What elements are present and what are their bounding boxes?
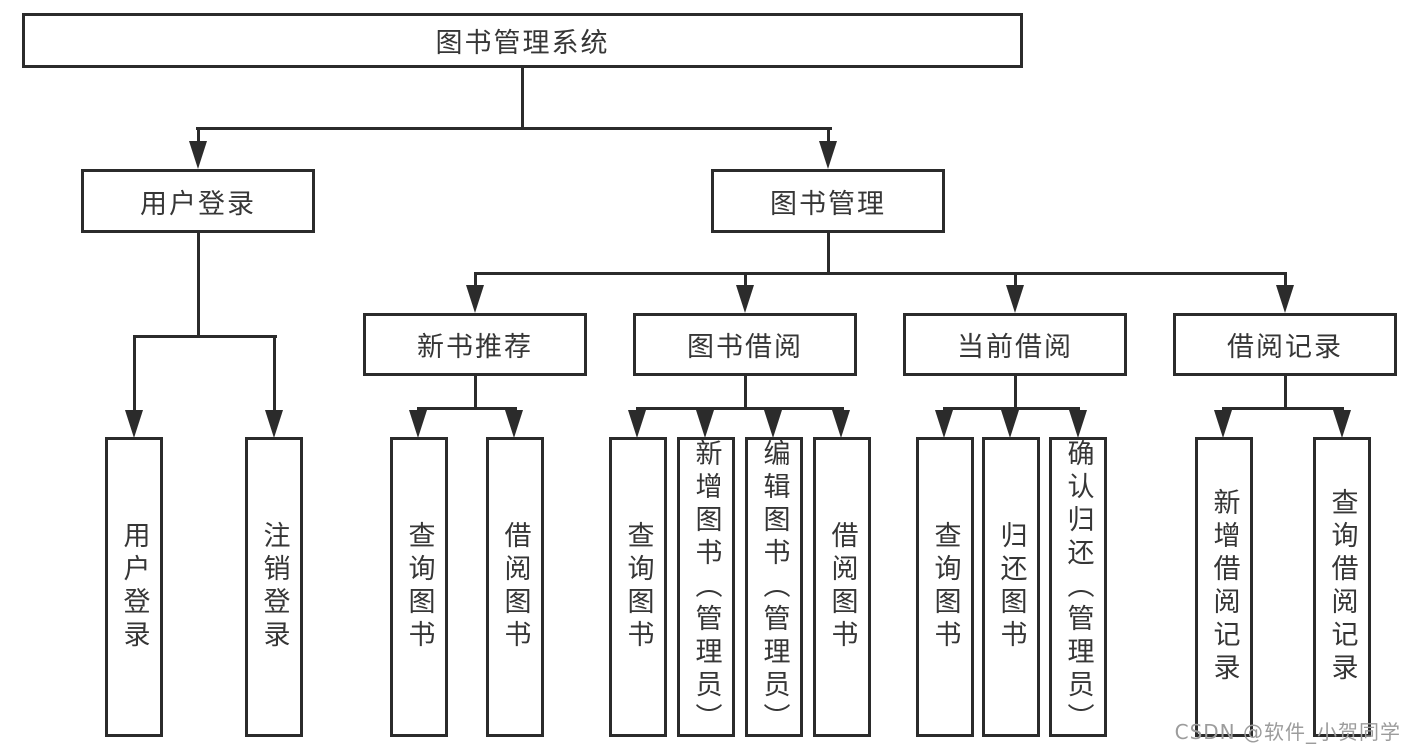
node-book-management: 图书管理 [711,169,945,233]
arrow-down-icon [1001,410,1019,438]
node-book-borrow: 图书借阅 [633,313,857,376]
connector-line [1014,272,1017,288]
leaf-borrow-edit-book-admin-label: 编辑图书（管理员） [758,438,790,736]
leaf-borrow-add-book-admin: 新增图书（管理员） [677,437,735,737]
node-borrow-records: 借阅记录 [1173,313,1397,376]
leaf-user-login: 用户登录 [105,437,163,737]
node-current-borrow: 当前借阅 [903,313,1127,376]
arrow-down-icon [265,410,283,438]
connector-line [521,66,524,129]
arrow-down-icon [819,141,837,169]
leaf-recommend-borrow-book-label: 借阅图书 [499,521,531,653]
connector-line [474,272,1287,275]
arrow-down-icon [1333,410,1351,438]
connector-line [273,335,276,412]
node-user-login-label: 用户登录 [140,188,256,220]
leaf-records-query-record-label: 查询借阅记录 [1326,488,1358,686]
leaf-current-query-book-label: 查询图书 [929,521,961,653]
connector-line [474,272,477,288]
csdn-watermark: CSDN @软件_小贺同学 [1174,720,1401,744]
connector-line [417,407,517,410]
leaf-current-return-book-label: 归还图书 [995,521,1027,653]
arrow-down-icon [125,410,143,438]
connector-line [1014,376,1017,410]
node-new-book-recommend: 新书推荐 [363,313,587,376]
arrow-down-icon [1069,410,1087,438]
connector-line [636,407,844,410]
leaf-records-add-record-label: 新增借阅记录 [1208,488,1240,686]
leaf-current-confirm-return-admin: 确认归还（管理员） [1049,437,1107,737]
node-book-borrow-label: 图书借阅 [687,332,803,363]
leaf-borrow-add-book-admin-label: 新增图书（管理员） [690,438,722,736]
leaf-current-confirm-return-admin-label: 确认归还（管理员） [1062,438,1094,736]
arrow-down-icon [935,410,953,438]
leaf-borrow-query-book-label: 查询图书 [622,521,654,653]
arrow-down-icon [409,410,427,438]
leaf-borrow-query-book: 查询图书 [609,437,667,737]
connector-line [197,233,200,337]
node-root-library-system: 图书管理系统 [22,13,1023,68]
arrow-down-icon [466,285,484,313]
arrow-down-icon [505,410,523,438]
arrow-down-icon [696,410,714,438]
arrow-down-icon [736,285,754,313]
leaf-records-add-record: 新增借阅记录 [1195,437,1253,737]
leaf-recommend-borrow-book: 借阅图书 [486,437,544,737]
arrow-down-icon [1006,285,1024,313]
leaf-recommend-query-book: 查询图书 [390,437,448,737]
connector-line [744,376,747,410]
leaf-borrow-edit-book-admin: 编辑图书（管理员） [745,437,803,737]
arrow-down-icon [1276,285,1294,313]
node-new-book-recommend-label: 新书推荐 [417,332,533,363]
leaf-current-return-book: 归还图书 [982,437,1040,737]
node-borrow-records-label: 借阅记录 [1227,332,1343,363]
leaf-logout-label: 注销登录 [258,521,290,653]
node-root-label: 图书管理系统 [435,28,610,59]
arrow-down-icon [764,410,782,438]
arrow-down-icon [189,141,207,169]
connector-line [133,335,277,338]
leaf-recommend-query-book-label: 查询图书 [403,521,435,653]
connector-line [133,335,136,412]
leaf-borrow-borrow-book: 借阅图书 [813,437,871,737]
leaf-logout: 注销登录 [245,437,303,737]
connector-line [1284,376,1287,410]
connector-line [744,272,747,288]
connector-line [1284,272,1287,288]
connector-line [196,127,832,130]
leaf-borrow-borrow-book-label: 借阅图书 [826,521,858,653]
connector-line [197,127,200,145]
arrow-down-icon [1214,410,1232,438]
leaf-current-query-book: 查询图书 [916,437,974,737]
arrow-down-icon [628,410,646,438]
leaf-user-login-label: 用户登录 [118,521,150,653]
node-book-management-label: 图书管理 [770,188,886,220]
connector-line [474,376,477,410]
arrow-down-icon [832,410,850,438]
node-user-login: 用户登录 [81,169,315,233]
connector-line [827,127,830,145]
connector-line [827,233,830,274]
leaf-records-query-record: 查询借阅记录 [1313,437,1371,737]
connector-line [1222,407,1344,410]
node-current-borrow-label: 当前借阅 [957,332,1073,363]
